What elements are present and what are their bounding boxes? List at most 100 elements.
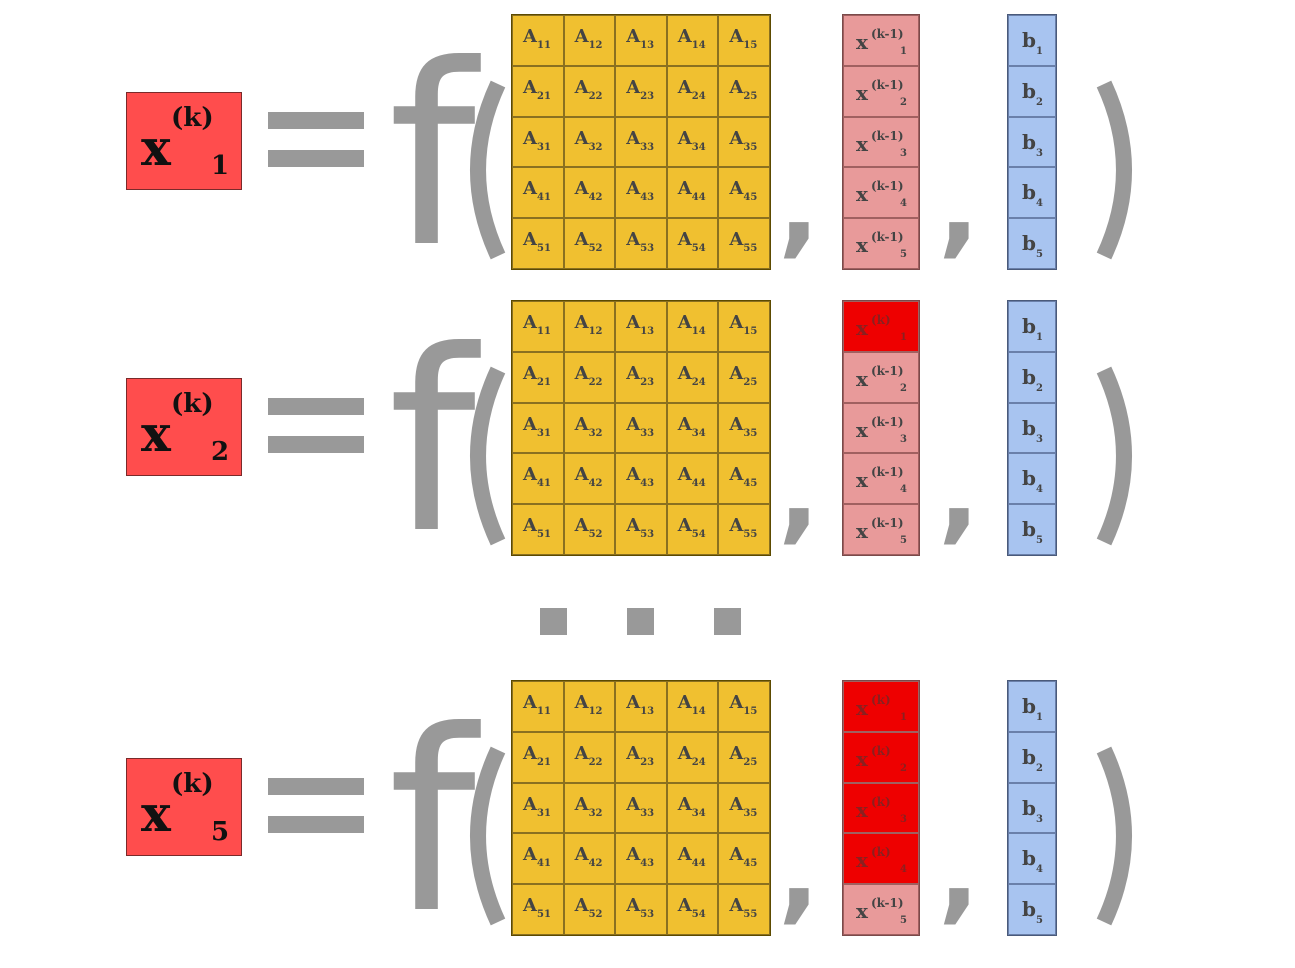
matrix-a-index: 15 bbox=[743, 40, 758, 51]
matrix-a-letter: A bbox=[523, 844, 537, 866]
vector-x-iteration: (k-1) bbox=[871, 179, 904, 194]
matrix-a-letter: A bbox=[729, 26, 744, 47]
matrix-a-index: 22 bbox=[588, 90, 603, 102]
vector-x-iteration: (k-1) bbox=[871, 77, 904, 92]
vector-b-letter: b bbox=[1022, 415, 1036, 440]
matrix-a-letter: A bbox=[523, 742, 537, 764]
vector-x-index: 5 bbox=[900, 915, 907, 927]
vector-x-letter: x bbox=[856, 696, 868, 720]
matrix-a-index: 55 bbox=[743, 529, 758, 541]
matrix-a-letter: A bbox=[523, 312, 537, 333]
matrix-a-index: 15 bbox=[743, 326, 758, 337]
result-x-base: x bbox=[141, 118, 171, 177]
matrix-a-index: 25 bbox=[743, 376, 758, 388]
vector-x-cell-previous: x(k-1)5 bbox=[843, 884, 919, 935]
matrix-a-letter: A bbox=[677, 127, 692, 149]
vector-x-letter: x bbox=[856, 182, 868, 207]
vector-b-index: 4 bbox=[1036, 198, 1043, 210]
matrix-a-letter: A bbox=[626, 742, 641, 764]
matrix-a-letter: A bbox=[729, 76, 744, 98]
matrix-a-index: 21 bbox=[537, 376, 551, 388]
matrix-a-index: 33 bbox=[640, 141, 655, 153]
vector-b-letter: b bbox=[1022, 897, 1036, 922]
vector-b-index: 4 bbox=[1036, 484, 1043, 496]
vector-b-index: 5 bbox=[1036, 915, 1043, 927]
matrix-a-index: 52 bbox=[588, 909, 603, 921]
vector-b-letter: b bbox=[1022, 795, 1036, 820]
ellipsis-dot bbox=[627, 608, 654, 635]
matrix-a-letter: A bbox=[729, 178, 744, 200]
vector-b-letter: b bbox=[1022, 28, 1036, 52]
function-symbol: f bbox=[388, 677, 477, 968]
matrix-a-index: 54 bbox=[691, 529, 706, 541]
matrix-a-letter: A bbox=[677, 76, 692, 98]
vector-x-letter: x bbox=[856, 746, 868, 771]
matrix-a-index: 54 bbox=[691, 243, 706, 255]
vector-x-iteration: (k-1) bbox=[871, 465, 904, 480]
matrix-a-letter: A bbox=[574, 464, 589, 486]
matrix-a-index: 21 bbox=[537, 90, 551, 102]
matrix-a-index: 42 bbox=[588, 858, 603, 870]
result-x-box: x(k)1 bbox=[126, 92, 242, 190]
matrix-a-index: 35 bbox=[743, 427, 758, 439]
vector-x-cell-previous: x(k-1)3 bbox=[843, 402, 919, 454]
vector-x-index: 4 bbox=[900, 484, 907, 496]
close-paren-stroke bbox=[1096, 366, 1132, 546]
matrix-a-index: 53 bbox=[640, 529, 655, 541]
vector-x-letter: x bbox=[856, 233, 868, 258]
comma: , bbox=[938, 141, 980, 269]
open-paren-stroke bbox=[470, 80, 506, 260]
result-x-subscript: 5 bbox=[211, 817, 230, 847]
matrix-a-index: 34 bbox=[691, 427, 706, 439]
vector-x-iteration: (k-1) bbox=[871, 230, 904, 245]
vector-b-letter: b bbox=[1022, 78, 1036, 103]
matrix-a-index: 43 bbox=[640, 478, 655, 490]
open-paren-icon bbox=[470, 366, 506, 546]
matrix-a-letter: A bbox=[729, 844, 744, 866]
equals-bar bbox=[268, 150, 364, 167]
matrix-a-index: 51 bbox=[537, 243, 551, 255]
matrix-a-letter: A bbox=[626, 692, 641, 713]
vector-x-cell-previous: x(k-1)1 bbox=[843, 15, 919, 66]
vector-x-iteration: (k) bbox=[871, 693, 891, 707]
matrix-a-index: 44 bbox=[691, 192, 706, 204]
matrix-a-index: 15 bbox=[743, 706, 758, 717]
matrix-a-index: 24 bbox=[691, 756, 706, 768]
vector-x-iteration: (k-1) bbox=[871, 516, 904, 531]
matrix-a-index: 24 bbox=[691, 376, 706, 388]
matrix-a-letter: A bbox=[677, 515, 692, 537]
matrix-a-letter: A bbox=[574, 26, 589, 47]
vector-x-cell-previous: x(k-1)2 bbox=[843, 351, 919, 403]
vector-x-letter: x bbox=[856, 417, 868, 442]
matrix-a-index: 34 bbox=[691, 141, 706, 153]
matrix-a-index: 13 bbox=[640, 706, 655, 717]
matrix-a-index: 42 bbox=[588, 478, 603, 490]
result-x-box: x(k)5 bbox=[126, 758, 242, 856]
vector-x-cell-previous: x(k-1)5 bbox=[843, 218, 919, 269]
matrix-a-letter: A bbox=[626, 515, 641, 537]
comma: , bbox=[778, 427, 820, 555]
matrix-a-letter: A bbox=[523, 464, 537, 486]
vector-x-iteration: (k) bbox=[871, 794, 891, 809]
matrix-a-index: 53 bbox=[640, 909, 655, 921]
